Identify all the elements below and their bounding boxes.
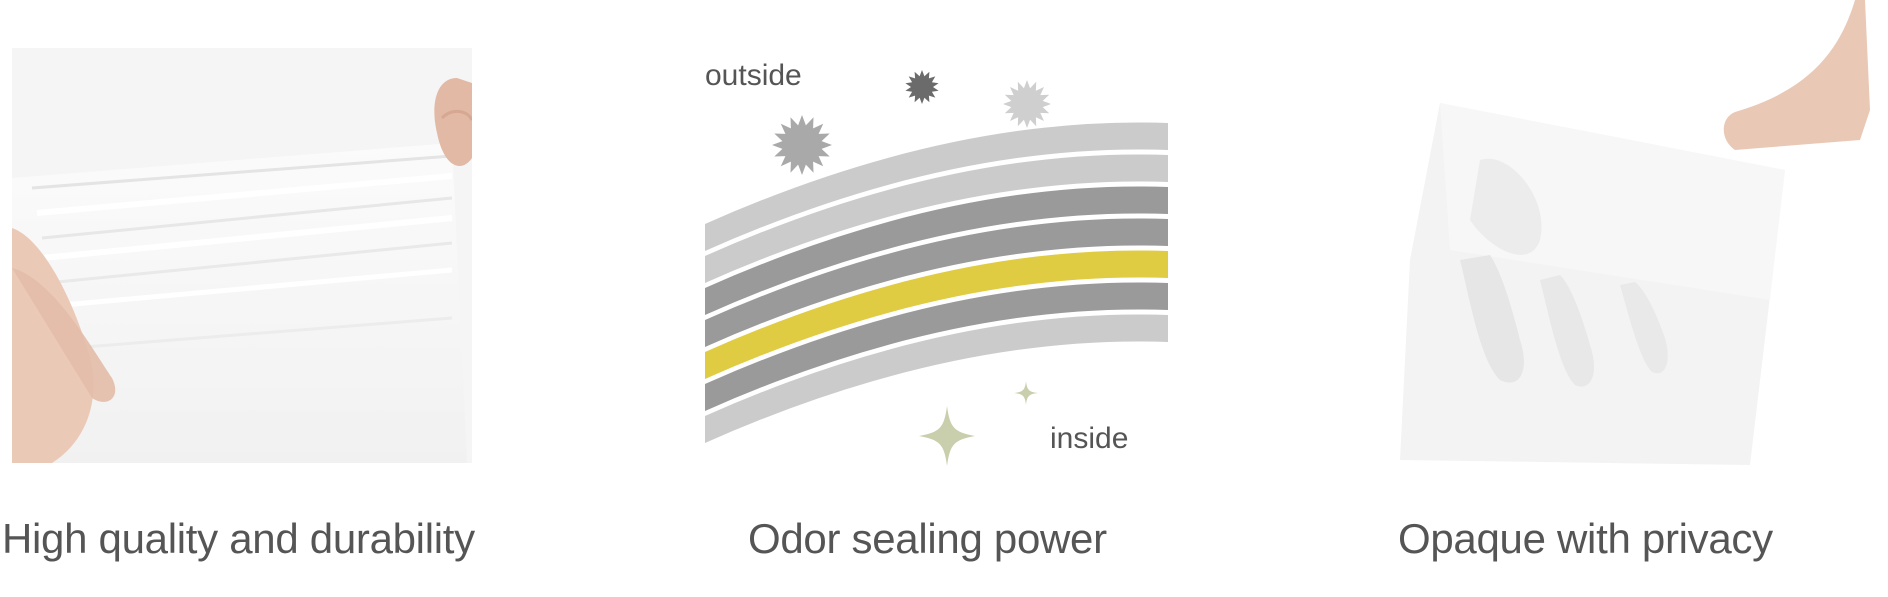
- durability-photo: [12, 48, 472, 463]
- odor-particle-small-icon: [905, 70, 939, 104]
- outer-layer-1: [705, 122, 1168, 251]
- odor-particle-large-icon: [772, 115, 832, 175]
- privacy-photo: [1400, 0, 1870, 465]
- caption-privacy: Opaque with privacy: [1398, 515, 1773, 562]
- barrier-layer-1: [705, 186, 1168, 315]
- feature-privacy: Opaque with privacy: [1390, 0, 1888, 597]
- caption-odor-sealing: Odor sealing power: [748, 515, 1107, 562]
- sparkle-small-icon: [1014, 381, 1038, 405]
- feature-odor-sealing: outside inside Odor sealing power: [690, 0, 1200, 597]
- sparkle-large-icon: [919, 406, 975, 466]
- barrier-layer-3: [705, 282, 1168, 411]
- film-layers: [705, 122, 1168, 443]
- caption-durability: High quality and durability: [2, 515, 475, 562]
- label-inside: inside: [1050, 422, 1128, 455]
- barrier-layer-2: [705, 218, 1168, 347]
- odor-particle-light-icon: [1003, 80, 1051, 128]
- label-outside: outside: [705, 59, 802, 92]
- inner-layer: [705, 314, 1168, 443]
- odor-seal-layer: [705, 250, 1168, 379]
- feature-durability: High quality and durability: [0, 0, 480, 597]
- outer-layer-2: [705, 154, 1168, 283]
- odor-layers-diagram: outside inside: [705, 59, 1168, 466]
